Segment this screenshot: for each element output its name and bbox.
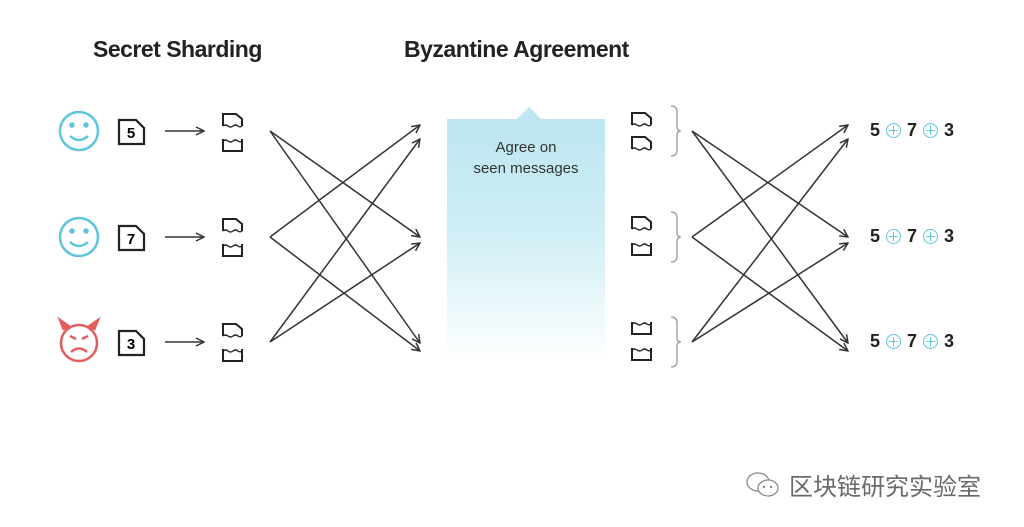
result-row: 5 7 3 — [870, 331, 954, 352]
agreement-label: Agree on seen messages — [447, 137, 605, 179]
brace — [670, 105, 682, 157]
watermark: 区块链研究实验室 — [745, 467, 981, 502]
result-value: 7 — [907, 120, 918, 140]
smiley-face-icon — [58, 216, 100, 258]
agreement-label-line2: seen messages — [473, 160, 579, 177]
circled-plus-icon — [923, 229, 939, 244]
devil-face-icon — [57, 316, 101, 363]
brace — [670, 316, 682, 368]
shard-icon — [631, 112, 652, 151]
wechat-icon — [746, 471, 779, 497]
result-value: 3 — [944, 120, 955, 140]
circled-plus-icon — [923, 123, 939, 138]
brace — [670, 211, 682, 263]
share-arrow — [269, 130, 420, 343]
result-value: 7 — [907, 226, 918, 246]
result-value: 3 — [944, 226, 955, 246]
result-value: 7 — [907, 331, 918, 351]
circled-plus-icon — [923, 334, 939, 349]
secret-sharding-title: Secret Sharding — [93, 36, 262, 62]
result-value: 5 — [870, 120, 881, 140]
share-arrow — [691, 139, 848, 343]
share-arrow — [269, 130, 420, 237]
secret-value: 7 — [127, 231, 135, 248]
share-arrow — [691, 236, 848, 351]
shard-icon — [222, 323, 243, 362]
shard-icon — [222, 218, 243, 257]
share-arrow — [269, 236, 420, 351]
agreement-box — [447, 119, 605, 364]
share-arrow — [691, 125, 848, 238]
share-arrow — [691, 243, 848, 343]
share-arrow — [691, 130, 848, 237]
result-row: 5 7 3 — [870, 120, 954, 141]
secret-card: 7 — [117, 224, 146, 252]
secret-card: 5 — [117, 118, 146, 146]
result-value: 5 — [870, 331, 881, 351]
secret-card: 3 — [117, 329, 146, 357]
agree-box-pointer — [517, 107, 541, 119]
shard-icon — [631, 321, 652, 361]
agreement-label-line1: Agree on — [495, 139, 557, 156]
share-arrow — [269, 125, 420, 238]
share-arrow — [691, 130, 848, 343]
shard-icon — [222, 113, 243, 152]
shard-icon — [631, 216, 652, 256]
circled-plus-icon — [886, 123, 902, 138]
watermark-text: 区块链研究实验室 — [789, 474, 981, 501]
result-row: 5 7 3 — [870, 226, 954, 247]
smiley-face-icon — [58, 110, 100, 152]
result-value: 5 — [870, 226, 881, 246]
circled-plus-icon — [886, 334, 902, 349]
share-arrow — [269, 243, 420, 343]
secret-value: 3 — [127, 336, 135, 353]
share-arrow — [269, 139, 420, 343]
secret-value: 5 — [127, 125, 135, 142]
byzantine-agreement-title: Byzantine Agreement — [404, 36, 629, 62]
circled-plus-icon — [886, 229, 902, 244]
result-value: 3 — [944, 331, 955, 351]
